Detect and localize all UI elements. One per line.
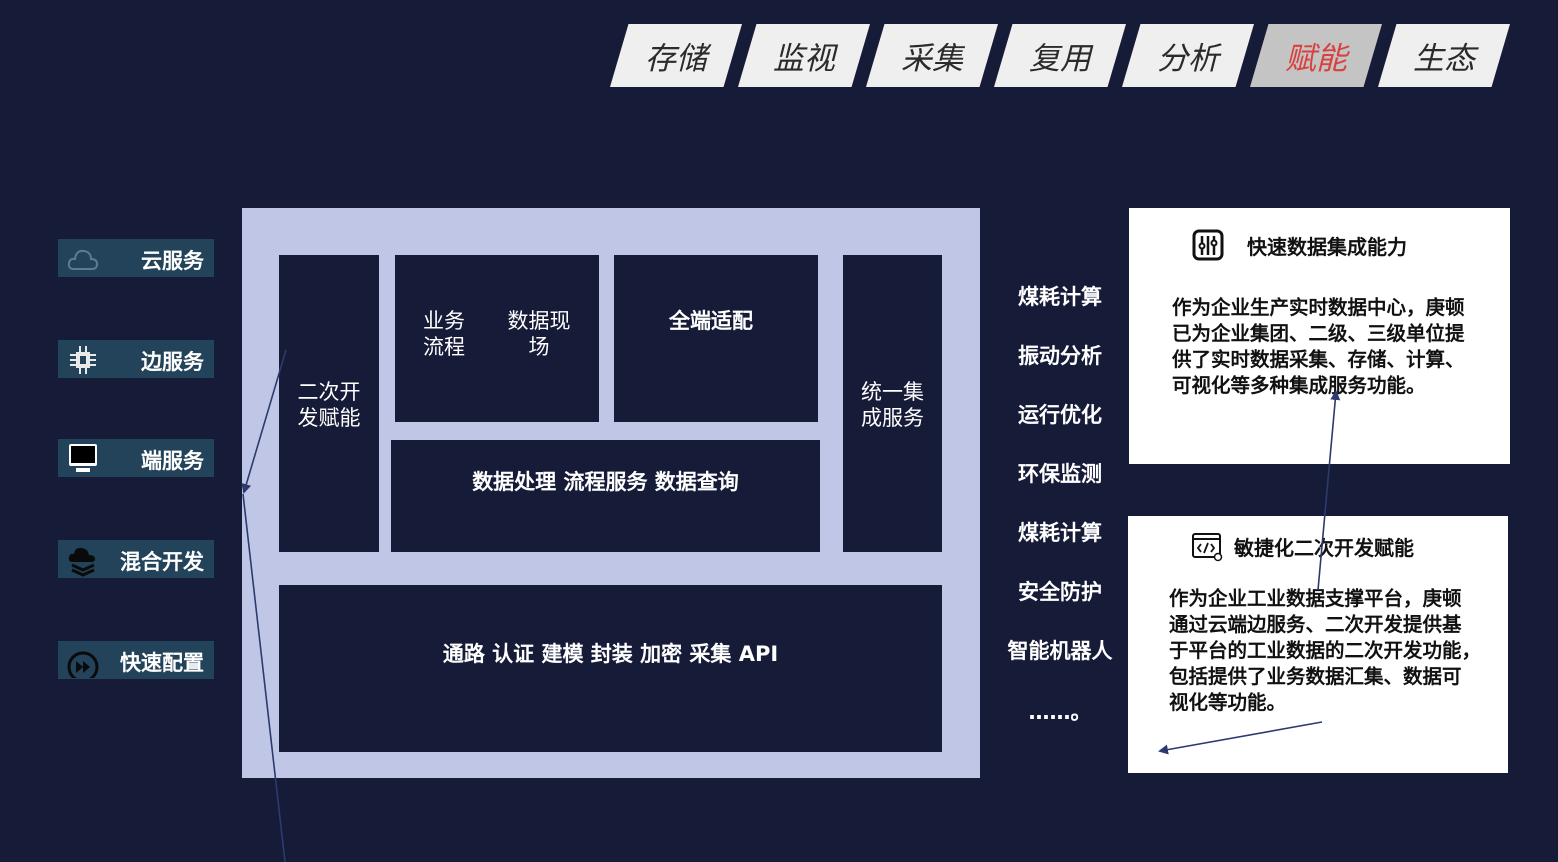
tab-reuse[interactable]: 复用 [994,24,1126,87]
service-edge[interactable]: 边服务 [58,340,214,378]
feature-item: 振动分析 [1018,344,1102,368]
full-adapt-label: 全端适配 [669,309,753,333]
tab-empower[interactable]: 赋能 [1250,24,1382,87]
circuit-icon [1192,229,1224,261]
service-label: 边服务 [141,350,204,374]
feature-item: ……。 [1028,700,1092,724]
tab-monitor[interactable]: 监视 [738,24,870,87]
fast-forward-icon [67,651,99,678]
service-cloud[interactable]: 云服务 [58,239,214,277]
service-label: 混合开发 [120,550,204,574]
tab-storage[interactable]: 存储 [610,24,742,87]
base-layer-label: 通路 认证 建模 封装 加密 采集 API [442,642,779,666]
service-label: 快速配置 [120,651,204,675]
base-layer-box: 通路 认证 建模 封装 加密 采集 API [279,585,942,752]
card-line: 已为企业集团、二级、三级单位提 [1172,322,1465,345]
business-scene-box: 业务 流程 数据现 场 [395,255,599,422]
unified-integration-label: 统一集 成服务 [861,380,924,430]
card-body: 作为企业生产实时数据中心，庚顿 已为企业集团、二级、三级单位提 供了实时数据采集… [1172,295,1508,399]
feature-item: 环保监测 [1018,462,1102,486]
card-line: 可视化等多种集成服务功能。 [1172,374,1426,397]
card-line: 视化等功能。 [1169,691,1287,714]
arrow-line [241,349,287,494]
secondary-dev-box: 二次开 发赋能 [279,255,379,552]
cloud-layers-icon [68,547,95,577]
full-adapt-box: 全端适配 [614,255,818,422]
architecture-frame: 二次开 发赋能 业务 流程 数据现 场 全端适配 统一集 成服务 数据处理 流程… [242,208,980,778]
unified-integration-box: 统一集 成服务 [843,255,942,552]
service-label: 云服务 [141,249,204,273]
service-hybrid-dev[interactable]: 混合开发 [58,540,214,578]
feature-item: 煤耗计算 [1018,521,1102,545]
feature-item: 安全防护 [1018,580,1102,604]
card-line: 供了实时数据采集、存储、计算、 [1172,348,1465,371]
cloud-icon [67,249,99,270]
service-terminal[interactable]: 端服务 [58,439,214,477]
business-flow-label: 业务 流程 [423,309,465,359]
code-window-icon [1192,533,1223,562]
tab-analysis[interactable]: 分析 [1122,24,1254,87]
card-line: 作为企业生产实时数据中心，庚顿 [1172,296,1465,319]
data-processing-label: 数据处理 流程服务 数据查询 [472,470,739,494]
card-title: 快速数据集成能力 [1247,235,1407,259]
monitor-icon [69,444,97,472]
data-scene-label: 数据现 场 [507,309,571,359]
secondary-dev-label: 二次开 发赋能 [297,380,361,430]
tab-ecosystem[interactable]: 生态 [1378,24,1510,87]
card-title: 敏捷化二次开发赋能 [1234,536,1414,560]
card-line: 通过云端边服务、二次开发提供基 [1169,613,1462,636]
data-processing-box: 数据处理 流程服务 数据查询 [391,440,820,552]
integration-card: 快速数据集成能力 作为企业生产实时数据中心，庚顿 已为企业集团、二级、三级单位提… [1129,208,1510,464]
arrow-line [242,493,286,862]
feature-item: 煤耗计算 [1018,285,1102,309]
card-body: 作为企业工业数据支撑平台，庚顿 通过云端边服务、二次开发提供基 于平台的工业数据… [1169,586,1508,716]
card-line: 于平台的工业数据的二次开发功能， [1169,639,1482,662]
card-line: 包括提供了业务数据汇集、数据可 [1169,665,1462,688]
top-tab-bar: 存储 监视 采集 复用 分析 赋能 生态 [610,24,1510,87]
secondary-dev-card: 敏捷化二次开发赋能 作为企业工业数据支撑平台，庚顿 通过云端边服务、二次开发提供… [1128,516,1508,773]
service-quick-config[interactable]: 快速配置 [58,641,214,679]
feature-item: 智能机器人 [1007,639,1113,663]
arrow-line [1317,390,1341,591]
service-label: 端服务 [141,449,204,473]
chip-icon [70,346,96,374]
feature-item: 运行优化 [1018,403,1102,427]
card-line: 作为企业工业数据支撑平台，庚顿 [1169,587,1462,610]
arrow-line [1158,721,1323,755]
tab-collect[interactable]: 采集 [866,24,998,87]
